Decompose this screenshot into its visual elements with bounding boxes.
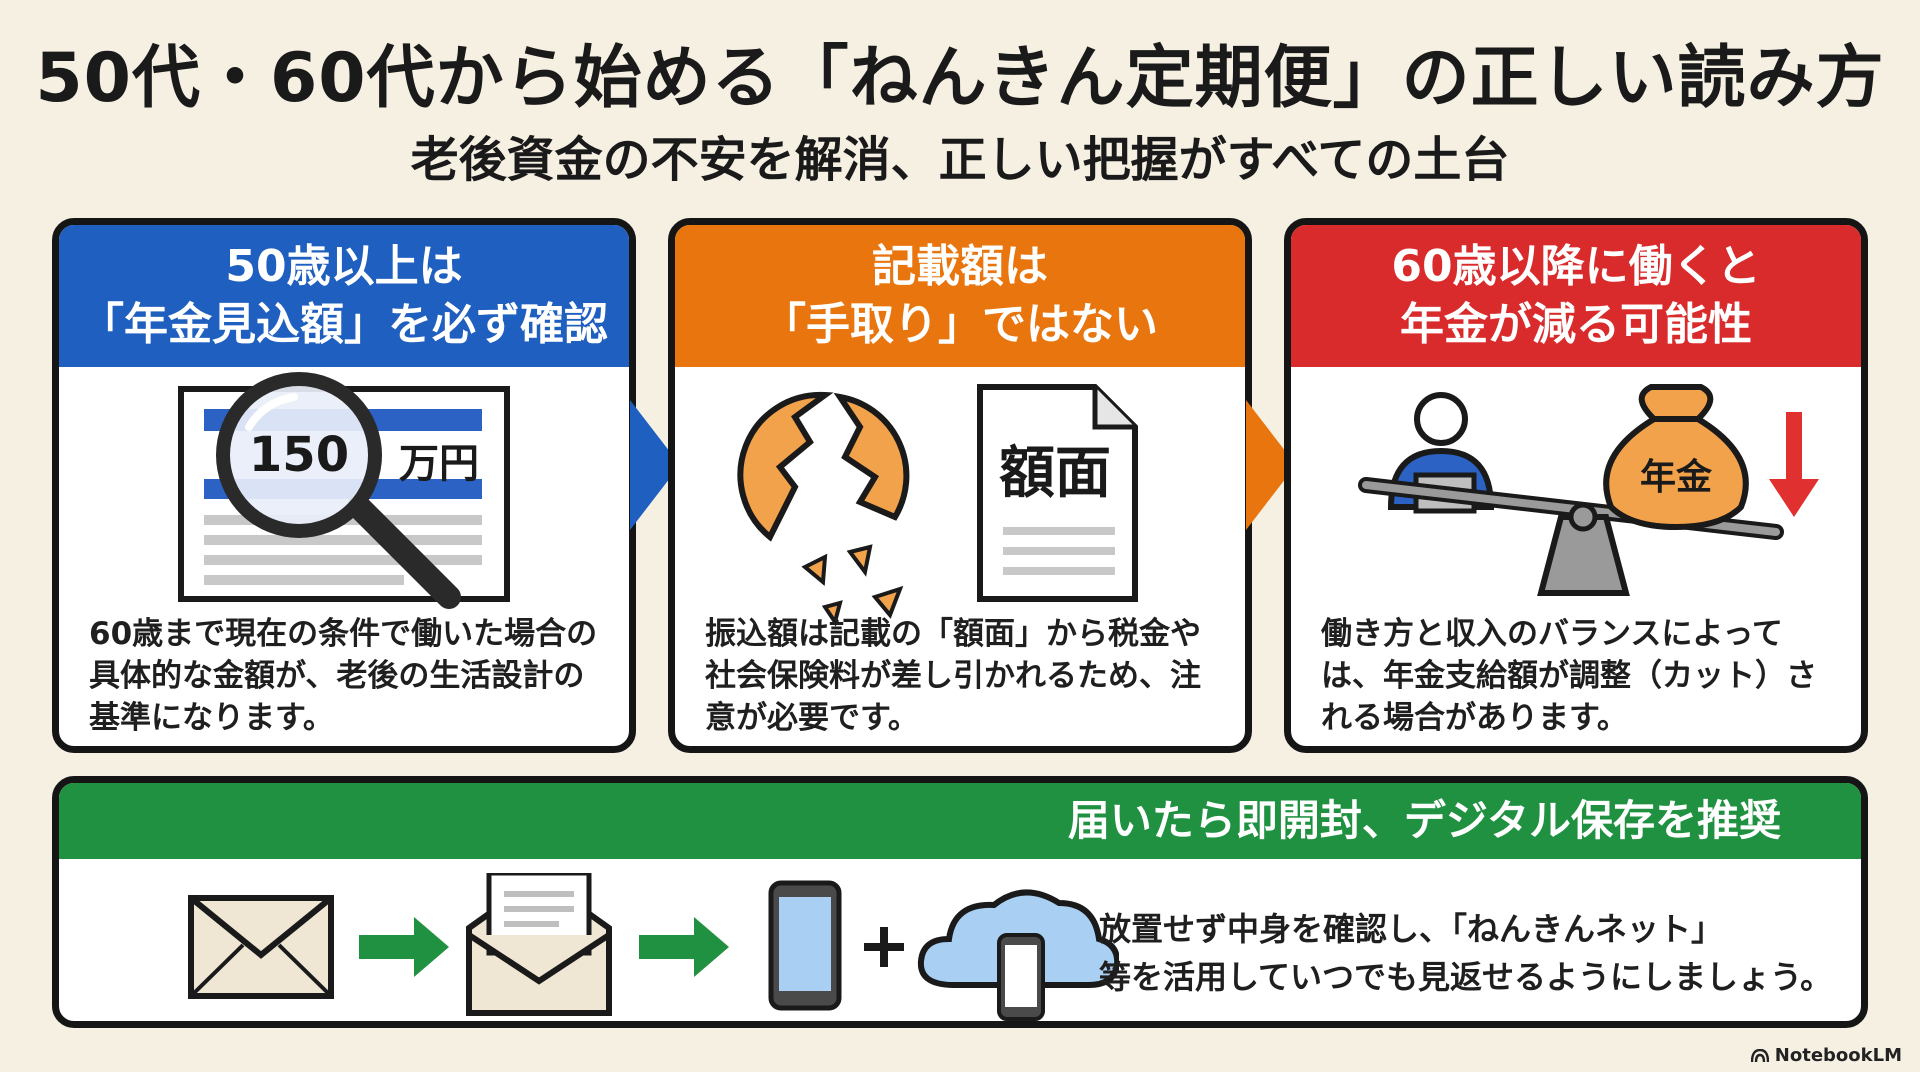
magnifier-document-illustration: 万円 150 bbox=[178, 372, 510, 609]
amount-unit: 万円 bbox=[399, 441, 479, 487]
card-header-line2: 年金が減る可能性 bbox=[1400, 299, 1752, 350]
plus-icon bbox=[864, 927, 904, 967]
green-arrow-icon bbox=[359, 917, 449, 977]
bottom-panel: 届いたら即開封、デジタル保存を推奨 bbox=[52, 776, 1868, 1028]
notebooklm-logo-icon bbox=[1750, 1048, 1769, 1062]
card-body-text: 60歳まで現在の条件で働いた場合の具体的な金額が、老後の生活設計の基準になります… bbox=[89, 616, 598, 736]
card-header-line1: 記載額は bbox=[872, 241, 1048, 292]
right-arrow-icon bbox=[630, 400, 680, 530]
broken-coin-document-illustration: 額面 bbox=[737, 384, 1138, 627]
card-header: 記載額は 「手取り」ではない bbox=[675, 225, 1245, 367]
card-header-line1: 50歳以上は bbox=[225, 241, 463, 292]
envelope-open-icon bbox=[466, 873, 612, 1016]
page-subtitle: 老後資金の不安を解消、正しい把握がすべての土台 bbox=[410, 132, 1510, 188]
brand-watermark: NotebookLM bbox=[1750, 1045, 1902, 1066]
card-pension-estimate: 50歳以上は 「年金見込額」を必ず確認 万円 150 60歳まで現在の条件で働い… bbox=[52, 218, 636, 753]
seesaw-balance-illustration: 年金 bbox=[1358, 384, 1819, 596]
card-not-take-home: 記載額は 「手取り」ではない 額面 振込額は記載の「額面」から税金や社会保険料が… bbox=[668, 218, 1252, 753]
bottom-text-line1: 放置せず中身を確認し、「ねんきんネット」 bbox=[1099, 910, 1724, 948]
right-arrow-icon bbox=[1246, 400, 1296, 530]
card-header-line2: 「手取り」ではない bbox=[762, 299, 1158, 350]
card-body-text: 振込額は記載の「額面」から税金や社会保険料が差し引かれるため、注意が必要です。 bbox=[705, 616, 1201, 736]
page-title: 50代・60代から始める「ねんきん定期便」の正しい読み方 bbox=[35, 39, 1885, 118]
bottom-body-text: 放置せず中身を確認し、「ねんきんネット」 等を活用していつでも見返せるようにしま… bbox=[1099, 905, 1859, 1001]
digital-storage-flow-illustration bbox=[188, 873, 1119, 1021]
amount-value: 150 bbox=[249, 427, 349, 483]
bottom-header: 届いたら即開封、デジタル保存を推奨 bbox=[59, 783, 1861, 859]
smartphone-icon bbox=[768, 880, 842, 1011]
brand-label: NotebookLM bbox=[1774, 1045, 1902, 1066]
card-pension-reduction: 60歳以降に働くと 年金が減る可能性 年金 働き方と収入のバランスによっては、年… bbox=[1284, 218, 1868, 753]
cloud-phone-icon bbox=[917, 889, 1119, 1021]
bag-label: 年金 bbox=[1640, 456, 1713, 498]
card-header: 60歳以降に働くと 年金が減る可能性 bbox=[1291, 225, 1861, 367]
card-header-line1: 60歳以降に働くと bbox=[1391, 241, 1761, 292]
card-body-text: 働き方と収入のバランスによっては、年金支給額が調整（カット）される場合があります… bbox=[1321, 616, 1817, 736]
card-header-line2: 「年金見込額」を必ず確認 bbox=[80, 299, 608, 350]
doc-label: 額面 bbox=[999, 441, 1111, 506]
green-arrow-icon bbox=[639, 917, 729, 977]
card-header: 50歳以上は 「年金見込額」を必ず確認 bbox=[59, 225, 629, 367]
bottom-text-line2: 等を活用していつでも見返せるようにしましょう。 bbox=[1099, 958, 1833, 996]
envelope-closed-icon bbox=[188, 895, 334, 999]
